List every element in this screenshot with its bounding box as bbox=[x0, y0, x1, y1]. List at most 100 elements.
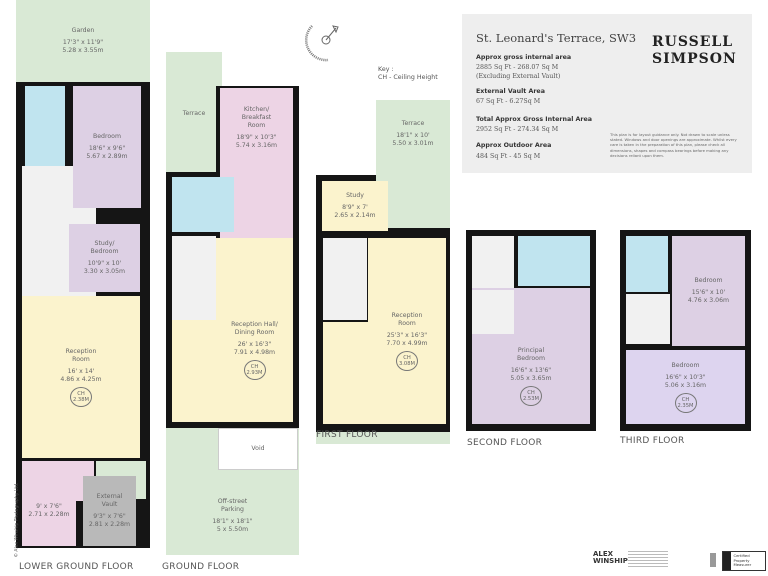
room-dimensions-metric: 5.28 x 3.55m bbox=[62, 47, 104, 54]
ceiling-height-value: 3.08M bbox=[398, 360, 416, 367]
balcony bbox=[316, 432, 450, 444]
floor-label: GROUND FLOOR bbox=[162, 562, 240, 572]
room-dimensions-imperial: 9'3" x 7'6" bbox=[93, 513, 126, 520]
room-dimensions-metric: 7.70 x 4.99m bbox=[386, 339, 428, 347]
staircase bbox=[323, 238, 367, 320]
room-dimensions-metric: 4.86 x 4.25m bbox=[60, 375, 102, 383]
room-name: Study bbox=[346, 192, 364, 199]
room-dimensions-imperial: 18'6" x 9'6" bbox=[88, 145, 126, 152]
room-dimensions-imperial: 9' x 7'6" bbox=[36, 503, 62, 510]
logo-line: ALEX bbox=[593, 550, 614, 558]
reception-hall-extension bbox=[172, 320, 216, 422]
room-name: Bedroom bbox=[694, 277, 723, 284]
certification-text: Certified Property Measurer bbox=[733, 553, 752, 568]
room-dimensions-metric: 3.30 x 3.05m bbox=[83, 268, 126, 275]
room-name: Study/ Bedroom bbox=[90, 240, 119, 255]
room-name: Principal Bedroom bbox=[517, 346, 545, 362]
floor-label: LOWER GROUND FLOOR bbox=[19, 562, 134, 572]
gia-note: (Excluding External Vault) bbox=[476, 73, 561, 80]
room-dimensions-imperial: 16'6" x 13'6" bbox=[510, 366, 552, 374]
photographer-logo: ALEX WINSHIP bbox=[593, 551, 628, 565]
floor-label: THIRD FLOOR bbox=[620, 436, 685, 446]
room-name: Reception Room bbox=[391, 311, 423, 327]
room-dimensions-metric: 5.05 x 3.65m bbox=[510, 374, 552, 382]
gia-heading: Approx gross internal area bbox=[476, 54, 572, 61]
logo-line: WINSHIP bbox=[593, 557, 628, 565]
room-dimensions-imperial: 18'9" x 10'3" bbox=[236, 134, 277, 141]
terrace: Terrace bbox=[166, 52, 222, 176]
ceiling-height-value: 2.38M bbox=[72, 396, 90, 403]
bathroom bbox=[518, 236, 590, 286]
bathroom bbox=[626, 236, 668, 292]
room-dimensions-metric: 5 x 5.50m bbox=[216, 525, 249, 533]
rics-icon bbox=[710, 553, 716, 567]
ceiling-height-label: CH bbox=[681, 396, 690, 403]
key-title: Key : bbox=[378, 66, 394, 73]
floor-label: SECOND FLOOR bbox=[467, 438, 543, 448]
brand-line: SIMPSON bbox=[652, 51, 737, 67]
garden: Garden 17'3" x 11'9"5.28 x 3.55m bbox=[16, 0, 150, 82]
floor-label: FIRST FLOOR bbox=[316, 430, 378, 440]
info-panel: St. Leonard's Terrace, SW3 RUSSELL SIMPS… bbox=[462, 14, 752, 173]
store-room: 9' x 7'6"2.71 x 2.28m bbox=[22, 476, 76, 546]
room-dimensions-imperial: 25'3" x 16'3" bbox=[386, 331, 428, 339]
room-dimensions-metric: 5.67 x 2.89m bbox=[86, 153, 128, 160]
total-heading: Total Approx Gross Internal Area bbox=[476, 116, 593, 123]
room-name: External Vault bbox=[96, 493, 123, 508]
room-dimensions-imperial: 17'3" x 11'9" bbox=[62, 39, 104, 46]
room-name: Terrace bbox=[401, 120, 425, 127]
outdoor-heading: Approx Outdoor Area bbox=[476, 142, 552, 149]
room-dimensions-metric: 4.76 x 3.06m bbox=[687, 297, 730, 304]
key: Key : CH - Ceiling Height bbox=[378, 66, 438, 82]
terrace: Terrace 18'1" x 10'5.50 x 3.01m bbox=[376, 100, 450, 232]
certified-measurer-badge: Certified Property Measurer bbox=[722, 551, 766, 571]
room-dimensions-imperial: 18'1" x 10' bbox=[396, 132, 430, 139]
void: Void bbox=[218, 428, 298, 470]
room-dimensions-metric: 7.91 x 4.98m bbox=[233, 348, 276, 356]
vault-value: 67 Sq Ft - 6.27Sq M bbox=[476, 98, 541, 105]
ceiling-height-label: CH bbox=[403, 354, 411, 361]
landing bbox=[472, 290, 514, 334]
ceiling-height-value: 2.35M bbox=[677, 402, 694, 409]
study-bedroom: Study/ Bedroom 10'9" x 10'3.30 x 3.05m bbox=[69, 224, 140, 292]
outdoor-value: 484 Sq Ft - 45 Sq M bbox=[476, 153, 541, 160]
brand-logo: RUSSELL SIMPSON bbox=[652, 34, 737, 68]
room-dimensions-metric: 2.71 x 2.28m bbox=[28, 511, 70, 518]
room-dimensions-metric: 5.50 x 3.01m bbox=[392, 140, 434, 147]
room-dimensions-imperial: 26' x 16'3" bbox=[237, 340, 272, 348]
bedroom: Bedroom 18'6" x 9'6"5.67 x 2.89m bbox=[73, 86, 141, 208]
ceiling-height-label: CH bbox=[250, 363, 259, 370]
room-dimensions-metric: 2.81 x 2.28m bbox=[88, 521, 131, 528]
ceiling-height-value: 2.93M bbox=[246, 369, 263, 376]
total-value: 2952 Sq Ft - 274.34 Sq M bbox=[476, 126, 559, 133]
room-name: Bedroom bbox=[93, 133, 121, 140]
ceiling-height-value: 2.53M bbox=[522, 395, 540, 402]
room-dimensions-metric: 2.65 x 2.14m bbox=[334, 212, 376, 219]
room-dimensions-metric: 5.06 x 3.16m bbox=[664, 381, 707, 389]
ceiling-height-label: CH bbox=[527, 389, 535, 396]
bathroom bbox=[172, 177, 234, 232]
room-dimensions-imperial: 10'9" x 10' bbox=[87, 260, 122, 267]
room-name: Off-street Parking bbox=[217, 497, 248, 513]
room-dimensions-imperial: 18'1" x 18'1" bbox=[212, 517, 253, 525]
rics-badge-icon bbox=[723, 552, 732, 570]
bathroom bbox=[25, 86, 65, 166]
property-title: St. Leonard's Terrace, SW3 bbox=[476, 31, 637, 45]
room-name: Garden bbox=[71, 27, 95, 34]
compass-icon bbox=[305, 25, 339, 62]
room-dimensions-imperial: 16'6" x 10'3" bbox=[665, 373, 706, 381]
room-name: Reception Room bbox=[65, 347, 97, 363]
room-dimensions-metric: 5.74 x 3.16m bbox=[235, 142, 278, 149]
staircase bbox=[172, 236, 216, 320]
